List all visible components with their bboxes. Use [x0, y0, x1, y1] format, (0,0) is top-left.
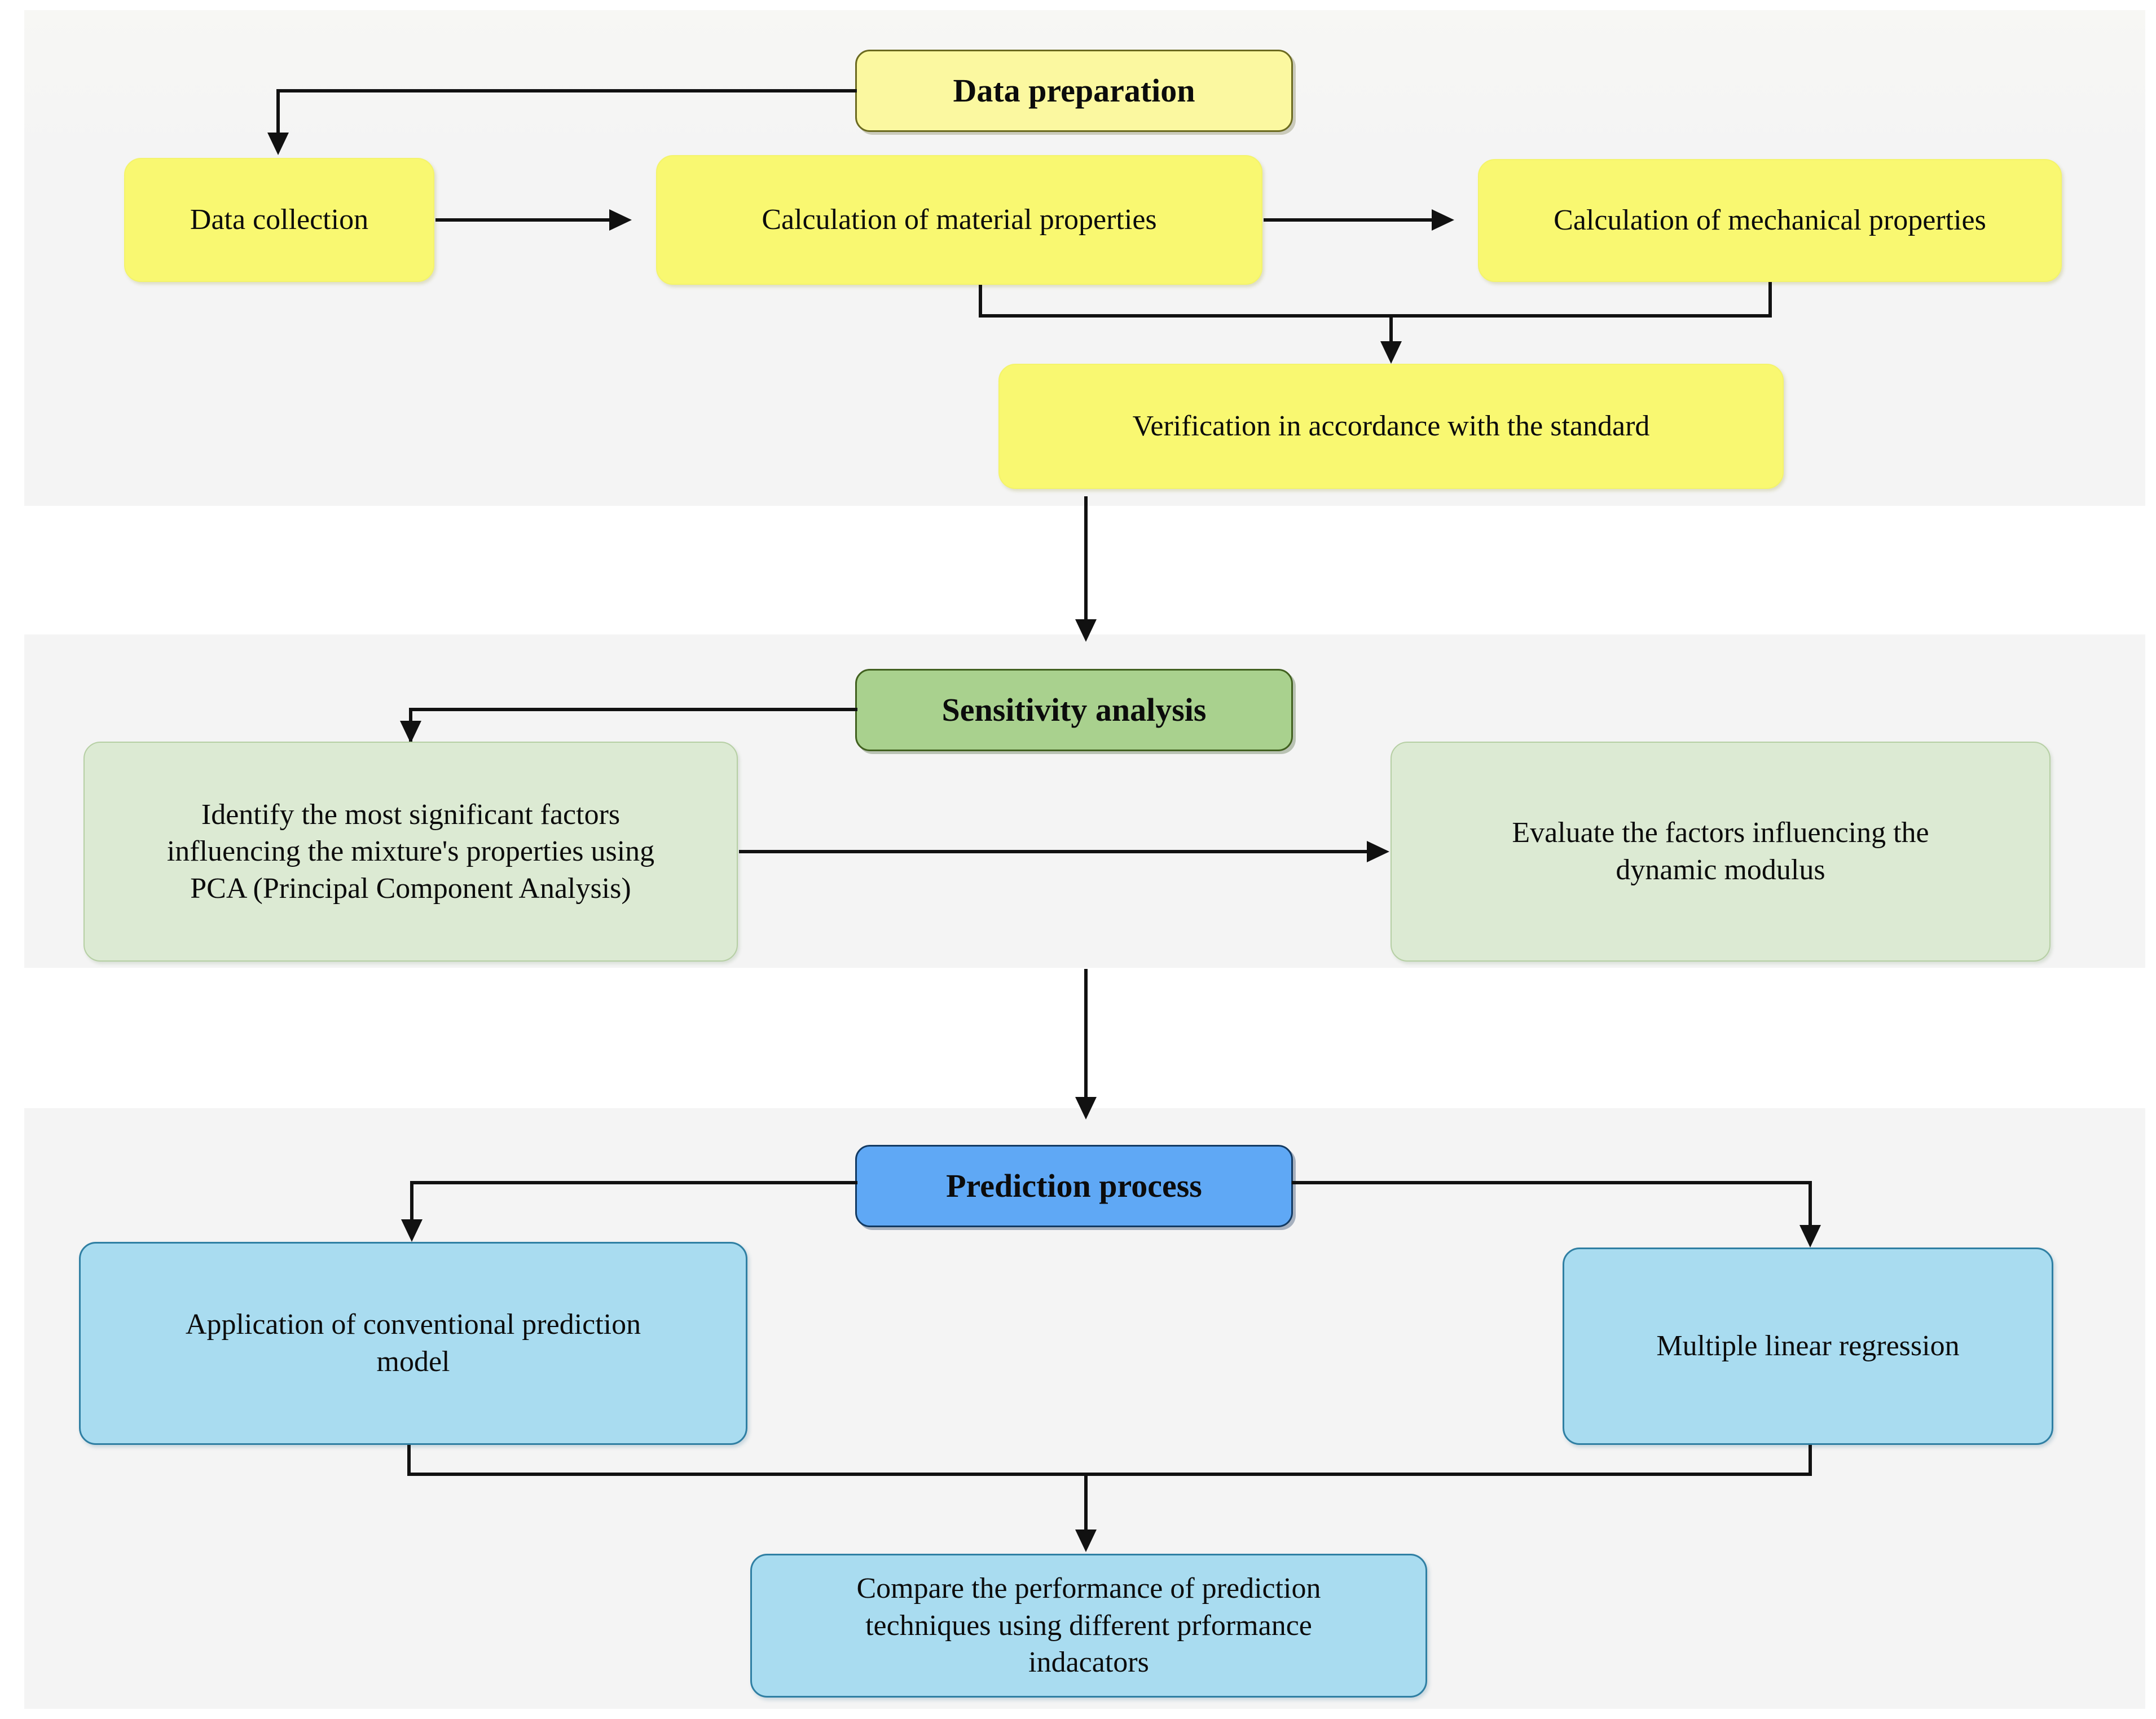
- node-evaluate-dynamic-modulus-factors[interactable]: Evaluate the factors influencing the dyn…: [1391, 742, 2051, 962]
- connector-prediction-branch-left-vertical: [410, 1181, 413, 1226]
- connector-mechanical-down: [1768, 282, 1772, 318]
- connector-prediction-branch-left-horizontal: [410, 1181, 857, 1184]
- arrowhead-to-identify-factors: [400, 721, 421, 743]
- connector-sensitivity-header-branch-horizontal: [409, 708, 857, 711]
- connector-material-down: [979, 285, 982, 318]
- connector-merge-to-compare: [1084, 1473, 1088, 1535]
- node-label: Identify the most significant factors in…: [93, 796, 729, 907]
- node-label: Application of conventional prediction m…: [89, 1306, 738, 1380]
- arrowhead-to-evaluate-factors: [1367, 841, 1389, 862]
- connector-material-to-mechanical: [1264, 218, 1433, 222]
- connector-preparation-to-sensitivity: [1084, 496, 1088, 632]
- arrowhead-to-data-collection: [267, 133, 289, 155]
- node-label: Sensitivity analysis: [941, 691, 1207, 729]
- node-calculation-material-properties[interactable]: Calculation of material properties: [656, 155, 1262, 285]
- node-label-line-2: dynamic modulus: [1616, 854, 1825, 886]
- node-label: Compare the performance of prediction te…: [760, 1570, 1418, 1681]
- node-label-line-2: techniques using different prformance: [865, 1609, 1312, 1642]
- arrowhead-to-compare-performance: [1075, 1530, 1097, 1552]
- node-conventional-prediction-model[interactable]: Application of conventional prediction m…: [79, 1242, 747, 1445]
- arrowhead-to-multiple-regression: [1799, 1225, 1821, 1248]
- connector-prediction-branch-right-horizontal: [1292, 1181, 1812, 1184]
- connector-regression-down: [1809, 1445, 1812, 1476]
- node-label: Calculation of mechanical properties: [1554, 204, 1986, 237]
- node-label: Prediction process: [946, 1167, 1202, 1205]
- connector-header-to-collection-vertical: [276, 89, 280, 134]
- arrowhead-to-sensitivity-section: [1075, 619, 1097, 642]
- node-label: Calculation of material properties: [762, 204, 1157, 236]
- connector-merge-bar-preparation: [979, 314, 1772, 318]
- node-multiple-linear-regression[interactable]: Multiple linear regression: [1563, 1248, 2053, 1445]
- arrowhead-to-verification: [1380, 341, 1402, 364]
- connector-identify-to-evaluate: [739, 850, 1368, 853]
- node-label-line-1: Compare the performance of prediction: [856, 1572, 1321, 1605]
- arrowhead-to-calculation-material: [609, 209, 632, 231]
- connector-merge-to-verification: [1389, 314, 1393, 358]
- connector-prediction-branch-right-vertical: [1809, 1181, 1812, 1232]
- connector-header-to-collection-horizontal: [276, 89, 857, 92]
- node-data-collection[interactable]: Data collection: [124, 158, 434, 282]
- node-label-line-2: model: [376, 1346, 450, 1378]
- node-calculation-mechanical-properties[interactable]: Calculation of mechanical properties: [1478, 159, 2062, 282]
- arrowhead-to-prediction-section: [1075, 1097, 1097, 1119]
- node-label-line-3: PCA (Principal Component Analysis): [190, 872, 631, 905]
- node-prediction-process-header[interactable]: Prediction process: [855, 1145, 1293, 1227]
- node-label-line-1: Application of conventional prediction: [185, 1308, 641, 1341]
- connector-sensitivity-to-prediction: [1084, 969, 1088, 1107]
- connector-merge-bar-prediction: [407, 1473, 1812, 1476]
- node-label: Multiple linear regression: [1656, 1330, 1960, 1363]
- connector-conventional-down: [407, 1445, 411, 1476]
- connector-collection-to-material: [435, 218, 610, 222]
- arrowhead-to-calculation-mechanical: [1432, 209, 1454, 231]
- node-label: Data collection: [190, 204, 369, 236]
- node-sensitivity-analysis-header[interactable]: Sensitivity analysis: [855, 669, 1293, 751]
- node-compare-prediction-performance[interactable]: Compare the performance of prediction te…: [750, 1554, 1427, 1698]
- node-data-preparation-header[interactable]: Data preparation: [855, 50, 1293, 132]
- node-verification-standard[interactable]: Verification in accordance with the stan…: [998, 364, 1784, 489]
- node-label: Verification in accordance with the stan…: [1132, 410, 1650, 443]
- node-identify-significant-factors[interactable]: Identify the most significant factors in…: [83, 742, 738, 962]
- node-label-line-1: Identify the most significant factors: [201, 798, 621, 831]
- arrowhead-to-conventional-model: [401, 1219, 423, 1242]
- node-label: Evaluate the factors influencing the dyn…: [1400, 814, 2041, 888]
- node-label-line-1: Evaluate the factors influencing the: [1512, 817, 1929, 849]
- node-label-line-2: influencing the mixture's properties usi…: [166, 835, 655, 868]
- node-label: Data preparation: [953, 72, 1195, 109]
- node-label-line-3: indacators: [1028, 1646, 1149, 1679]
